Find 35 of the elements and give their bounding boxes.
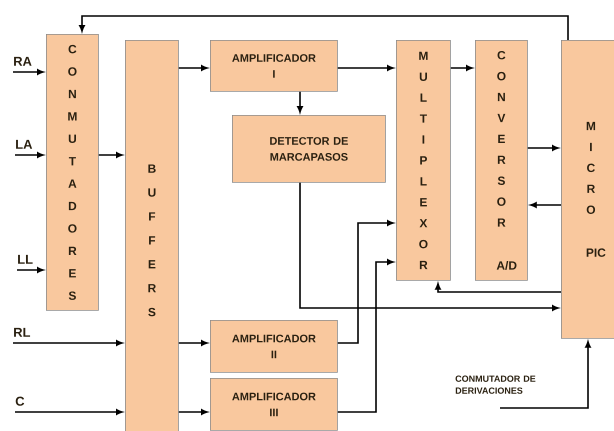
multiplexer-block: M U L T I P L E X O R <box>396 40 451 281</box>
arrow <box>13 69 44 75</box>
arrow <box>13 340 123 346</box>
input-label: LL <box>18 254 33 264</box>
converter-block: C O N V E R S O R A/D <box>475 40 528 281</box>
arrow <box>338 65 394 71</box>
amplifier-box: AMPLIFICADOR III <box>210 378 338 431</box>
arrow <box>450 65 473 71</box>
input-label: RA <box>14 56 32 66</box>
switch-block: C O N M U T A D O R E S <box>46 34 99 311</box>
arrow <box>178 409 208 415</box>
arrow <box>178 65 208 71</box>
arrow <box>15 152 44 158</box>
amplifier-box: AMPLIFICADOR I <box>210 40 338 92</box>
arrow <box>98 152 123 158</box>
input-label: LA <box>16 140 32 149</box>
arrow <box>15 409 123 415</box>
arrow <box>338 259 394 413</box>
arrow <box>530 202 561 208</box>
input-label: C <box>16 396 24 406</box>
arrow <box>79 15 569 40</box>
arrow <box>299 182 559 311</box>
arrow <box>297 92 303 113</box>
input-label: RL <box>14 328 30 337</box>
arrow <box>178 340 208 346</box>
buffer-block: B U F F E R S <box>125 40 179 431</box>
arrow <box>500 341 591 409</box>
switch-label: CONMUTADOR DE DERIVACIONES <box>456 376 536 394</box>
arrow <box>435 283 561 293</box>
amplifier-box: AMPLIFICADOR II <box>210 320 338 373</box>
arrow <box>338 220 394 344</box>
microcontroller-block: M I C R O PIC <box>561 40 614 339</box>
detector-box: DETECTOR DE MARCAPASOS <box>232 115 386 183</box>
arrow <box>17 267 44 273</box>
arrow <box>528 145 559 151</box>
